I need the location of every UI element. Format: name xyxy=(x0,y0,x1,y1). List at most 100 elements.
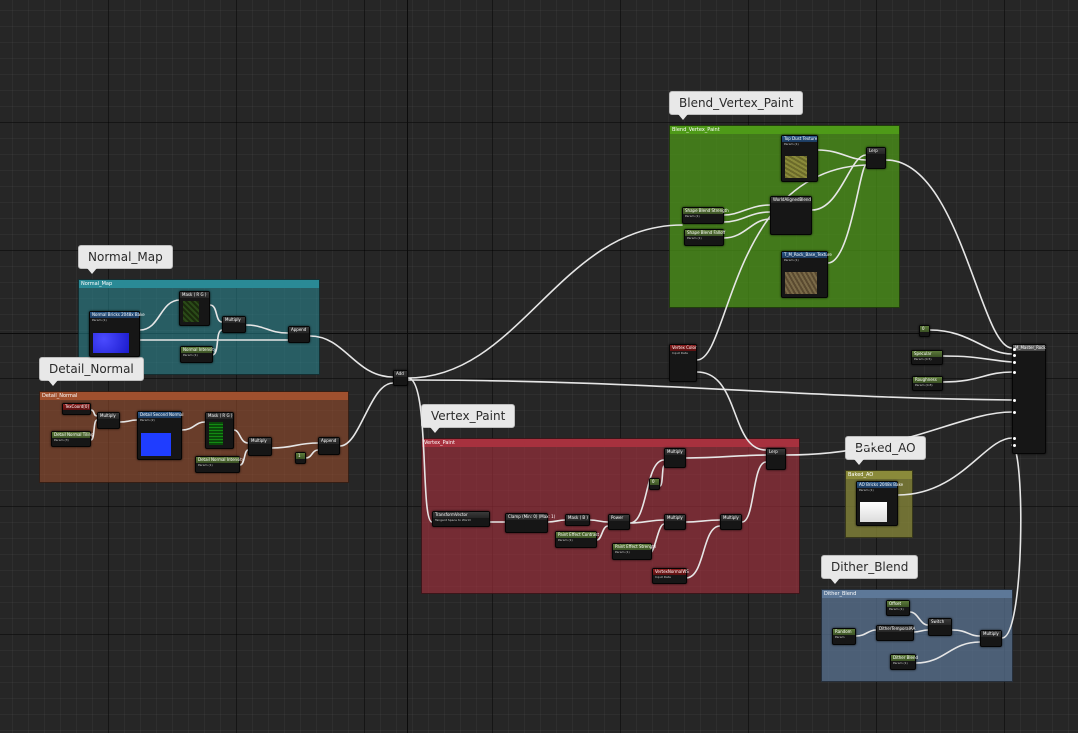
vertex-paint-comment-bubble[interactable]: Vertex_Paint xyxy=(421,404,516,433)
node-subtitle: Param (0.5) xyxy=(914,357,932,361)
node-title: Clamp (Min: 0) (Max: 1) xyxy=(506,514,556,520)
node-subtitle: Param (1) xyxy=(685,214,700,218)
clamp-node[interactable]: Clamp (Min: 0) (Max: 1) xyxy=(505,513,556,533)
material-result-node[interactable]: M_Master_Rock xyxy=(1012,344,1046,454)
dither-blend-param-node[interactable]: Dither Blend Param (1) xyxy=(890,654,919,670)
paint-effect-strength-param-node[interactable]: Paint Effect Strength Param (1) xyxy=(612,543,656,560)
append-node[interactable]: Append xyxy=(318,437,340,455)
node-title: 0 xyxy=(920,326,929,332)
shape-blend-falloff-param-node[interactable]: Shape Blend Falloff Param (1) xyxy=(684,229,725,246)
switch-node[interactable]: Switch xyxy=(928,618,952,636)
node-title: Dither Blend xyxy=(891,655,919,661)
normal-texture-sample-node[interactable]: Normal Bricks 2048x Bake Param (1) xyxy=(89,311,145,357)
detail-normal-intensity-param-node[interactable]: Detail Normal Intensity Param (1) xyxy=(195,456,244,473)
add-node[interactable]: Add xyxy=(393,370,408,386)
multiply-node[interactable]: Multiply xyxy=(248,437,272,456)
offset-param-node[interactable]: Offset Param (1) xyxy=(886,600,910,616)
blend-vertex-paint-bubble-label: Blend_Vertex_Paint xyxy=(679,96,794,110)
blend-vertex-paint-comment-bubble[interactable]: Blend_Vertex_Paint xyxy=(669,91,804,120)
result-input-pin[interactable] xyxy=(1013,371,1016,374)
power-node[interactable]: Power xyxy=(608,514,630,530)
node-title: Random xyxy=(833,629,855,635)
node-title: 1 xyxy=(296,453,305,459)
node-subtitle: Param (1) xyxy=(92,318,107,322)
roughness-param-node[interactable]: Roughness Param (0.8) xyxy=(912,376,943,391)
node-title: Mask ( R G ) xyxy=(180,292,209,298)
node-title: T_M_Rock_Base_Texture xyxy=(782,252,832,258)
vertex-paint-bubble-label: Vertex_Paint xyxy=(431,409,506,423)
node-title: DitherTemporalAA xyxy=(877,626,916,632)
constant-node[interactable]: 0 xyxy=(919,325,930,337)
node-subtitle: Param (0.8) xyxy=(915,383,933,387)
lerp-node[interactable]: Lerp xyxy=(866,147,886,169)
result-input-pin[interactable] xyxy=(1013,361,1016,364)
result-input-pin[interactable] xyxy=(1013,444,1016,447)
world-aligned-blend-node[interactable]: WorldAlignedBlend xyxy=(770,196,812,235)
node-subtitle: Tangent Space to World xyxy=(435,518,471,522)
transform-vector-node[interactable]: TransformVector Tangent Space to World xyxy=(432,511,490,527)
normal-map-comment-header: Normal_Map xyxy=(79,280,319,288)
vertex-color-node[interactable]: Vertex Color Input Data xyxy=(669,344,697,382)
node-title: Shape Blend Strength xyxy=(683,208,729,214)
normal-map-comment-bubble[interactable]: Normal_Map xyxy=(78,245,173,274)
result-input-pin[interactable] xyxy=(1013,354,1016,357)
result-input-pin[interactable] xyxy=(1013,437,1016,440)
top-texture-sample-node[interactable]: Top Dust Texture Param (1) xyxy=(781,135,818,182)
normal-map-thumbnail xyxy=(93,333,129,353)
specular-param-node[interactable]: Specular Param (0.5) xyxy=(911,350,943,365)
dither-temporal-aa-node[interactable]: DitherTemporalAA xyxy=(876,625,916,641)
node-title: Mask ( B ) xyxy=(566,515,589,521)
mask-rg-node[interactable]: Mask ( R G ) xyxy=(205,412,234,449)
dither-blend-bubble-label: Dither_Blend xyxy=(831,560,909,574)
node-title: Vertex Color xyxy=(670,345,697,351)
node-title: Multiply xyxy=(721,515,741,521)
detail-normal-tiling-param-node[interactable]: Detail Normal Tiling Param (3) xyxy=(51,431,94,447)
mask-rg-node[interactable]: Mask ( R G ) xyxy=(179,291,210,326)
top-texture-thumbnail xyxy=(785,156,807,178)
append-node[interactable]: Append xyxy=(288,326,310,343)
lerp-node[interactable]: Lerp xyxy=(766,448,786,470)
node-title: Detail Second Normal xyxy=(138,412,184,418)
result-input-pin[interactable] xyxy=(1013,348,1016,351)
result-input-pin[interactable] xyxy=(1013,411,1016,414)
result-input-pin[interactable] xyxy=(1013,399,1016,402)
node-title: Power xyxy=(609,515,629,521)
constant-node[interactable]: 1 xyxy=(295,452,306,464)
multiply-node[interactable]: Multiply xyxy=(222,316,246,333)
paint-effect-contrast-param-node[interactable]: Paint Effect Contrast Param (1) xyxy=(555,531,599,548)
normal-intensity-param-node[interactable]: Normal Intensity Param (1) xyxy=(180,346,216,363)
baked-ao-bubble-label: Baked_AO xyxy=(855,441,916,455)
dither-blend-comment-bubble[interactable]: Dither_Blend xyxy=(821,555,919,584)
multiply-node[interactable]: Multiply xyxy=(664,448,686,468)
origin-axis-vertical xyxy=(407,0,408,733)
node-title: 0 xyxy=(650,479,659,485)
node-title: Multiply xyxy=(665,449,685,455)
baked-ao-comment-bubble[interactable]: Baked_AO xyxy=(845,436,926,465)
mask-b-node[interactable]: Mask ( B ) xyxy=(565,514,590,526)
shape-blend-strength-param-node[interactable]: Shape Blend Strength Param (1) xyxy=(682,207,729,224)
detail-normal-bubble-label: Detail_Normal xyxy=(49,362,134,376)
node-subtitle: Param (1) xyxy=(558,538,573,542)
node-title: Lerp xyxy=(867,148,885,154)
multiply-node[interactable]: Multiply xyxy=(97,412,120,429)
constant-node[interactable]: 0 xyxy=(649,478,660,490)
detail-normal-comment-bubble[interactable]: Detail_Normal xyxy=(39,357,144,386)
multiply-node[interactable]: Multiply xyxy=(980,630,1002,647)
dither-blend-comment-header: Dither_Blend xyxy=(822,590,1012,598)
ao-texture-sample-node[interactable]: AO Bricks 2048x Bake Param (1) xyxy=(856,481,903,526)
vertex-normal-ws-node[interactable]: VertexNormalWS Input Data xyxy=(652,568,689,584)
node-title: Lerp xyxy=(767,449,785,455)
node-title: Multiply xyxy=(665,515,685,521)
node-title: TexCoord[0] xyxy=(63,404,90,410)
node-subtitle: Param (2) xyxy=(140,418,155,422)
multiply-node[interactable]: Multiply xyxy=(720,514,742,530)
multiply-node[interactable]: Multiply xyxy=(664,514,686,530)
ao-thumbnail xyxy=(860,502,887,522)
random-param-node[interactable]: Random Param xyxy=(832,628,856,645)
node-title: Append xyxy=(319,438,339,444)
tex-coord-node[interactable]: TexCoord[0] xyxy=(62,403,91,415)
base-texture-sample-node[interactable]: T_M_Rock_Base_Texture Param (1) xyxy=(781,251,832,298)
node-subtitle: Param (1) xyxy=(784,142,799,146)
detail-texture-sample-node[interactable]: Detail Second Normal Param (2) xyxy=(137,411,184,460)
